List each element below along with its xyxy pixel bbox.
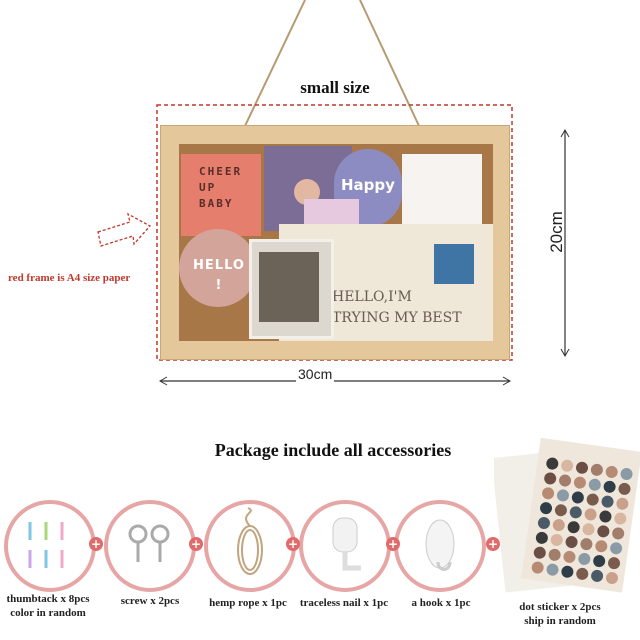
sticker-dot bbox=[599, 510, 612, 523]
sticker-dot bbox=[533, 546, 546, 559]
sticker-dot bbox=[537, 517, 550, 530]
sticker-dot bbox=[620, 468, 633, 481]
sticker-dot bbox=[597, 525, 610, 538]
sticker-dot bbox=[576, 461, 589, 474]
sticker-dot bbox=[582, 523, 595, 536]
accessory-label-rope: hemp rope x 1pc bbox=[209, 597, 287, 609]
accessory-label-screw: screw x 2pcs bbox=[120, 595, 180, 607]
sticker-dot bbox=[605, 572, 618, 585]
accessories-title: Package include all accessories bbox=[214, 440, 452, 460]
accessory-label-hook: a hook x 1pc bbox=[411, 597, 471, 609]
sticker-dot bbox=[578, 553, 591, 566]
sticker-dot bbox=[593, 555, 606, 568]
a4-frame-outline bbox=[156, 104, 513, 361]
rope-icon bbox=[204, 500, 296, 592]
sticker-dot bbox=[612, 527, 625, 540]
sticker-dot bbox=[556, 489, 569, 502]
width-label: 30cm bbox=[296, 366, 335, 382]
note-happy: Happy bbox=[341, 176, 395, 194]
arrow-icon bbox=[97, 212, 152, 247]
note-trying: HELLO,I'M TRYING MY BEST bbox=[332, 289, 462, 326]
sticker-dot bbox=[573, 476, 586, 489]
sticker-dot bbox=[561, 565, 574, 578]
thumbtack-icon bbox=[4, 500, 96, 592]
plus-icon: + bbox=[89, 537, 103, 551]
sticker-dot bbox=[540, 502, 553, 515]
sticker-dot bbox=[567, 521, 580, 534]
note-cheer: CHEER UP BABY bbox=[199, 165, 243, 210]
screw-icon bbox=[104, 500, 196, 592]
corkboard-frame: CHEER UP BABY Happy HELLO ! HELLO,I'M TR… bbox=[160, 125, 510, 360]
height-label: 20cm bbox=[546, 211, 566, 253]
sticker-dot bbox=[565, 536, 578, 549]
sticker-dot bbox=[610, 542, 623, 555]
sticker-dot bbox=[590, 463, 603, 476]
plus-icon: + bbox=[486, 537, 500, 551]
sticker-dot bbox=[580, 538, 593, 551]
sticker-dot bbox=[546, 457, 559, 470]
sticker-dot bbox=[584, 508, 597, 521]
sticker-dot bbox=[554, 504, 567, 517]
size-title: small size bbox=[300, 78, 370, 97]
sticker-dot bbox=[561, 459, 574, 472]
sticker-dot bbox=[605, 465, 618, 478]
sticker-dot bbox=[618, 482, 631, 495]
note-hello: HELLO ! bbox=[193, 258, 245, 293]
sticker-dot bbox=[548, 548, 561, 561]
sticker-dot bbox=[550, 533, 563, 546]
hanging-rope-left bbox=[243, 0, 306, 129]
sticker-dot bbox=[595, 540, 608, 553]
sticker-dot bbox=[588, 478, 601, 491]
sticker-dot bbox=[544, 472, 557, 485]
plus-icon: + bbox=[386, 537, 400, 551]
sticker-dot bbox=[563, 550, 576, 563]
a4-note: red frame is A4 size paper bbox=[8, 272, 131, 284]
hanging-rope-right bbox=[359, 0, 421, 129]
accessory-label-nail: traceless nail x 1pc bbox=[299, 597, 389, 609]
sticker-dot bbox=[542, 487, 555, 500]
sticker-dot bbox=[569, 506, 582, 519]
sticker-dot bbox=[571, 491, 584, 504]
corkboard: CHEER UP BABY Happy HELLO ! HELLO,I'M TR… bbox=[179, 144, 493, 341]
sticker-dot bbox=[552, 519, 565, 532]
sticker-dot bbox=[616, 497, 629, 510]
sticker-dot bbox=[608, 557, 621, 570]
sticker-dot bbox=[603, 480, 616, 493]
sticker-dot bbox=[614, 512, 627, 525]
sticker-dot bbox=[559, 474, 572, 487]
plus-icon: + bbox=[189, 537, 203, 551]
sticker-dot bbox=[601, 495, 614, 508]
sticker-dot bbox=[591, 569, 604, 582]
plus-icon: + bbox=[286, 537, 300, 551]
sticker-dot bbox=[576, 567, 589, 580]
sticker-dot bbox=[546, 563, 559, 576]
dot-sticker-icon bbox=[494, 438, 640, 593]
sticker-dot bbox=[535, 531, 548, 544]
sticker-dot bbox=[586, 493, 599, 506]
sticker-dot bbox=[531, 561, 544, 574]
nail-icon bbox=[299, 500, 391, 592]
hook-icon bbox=[394, 500, 486, 592]
